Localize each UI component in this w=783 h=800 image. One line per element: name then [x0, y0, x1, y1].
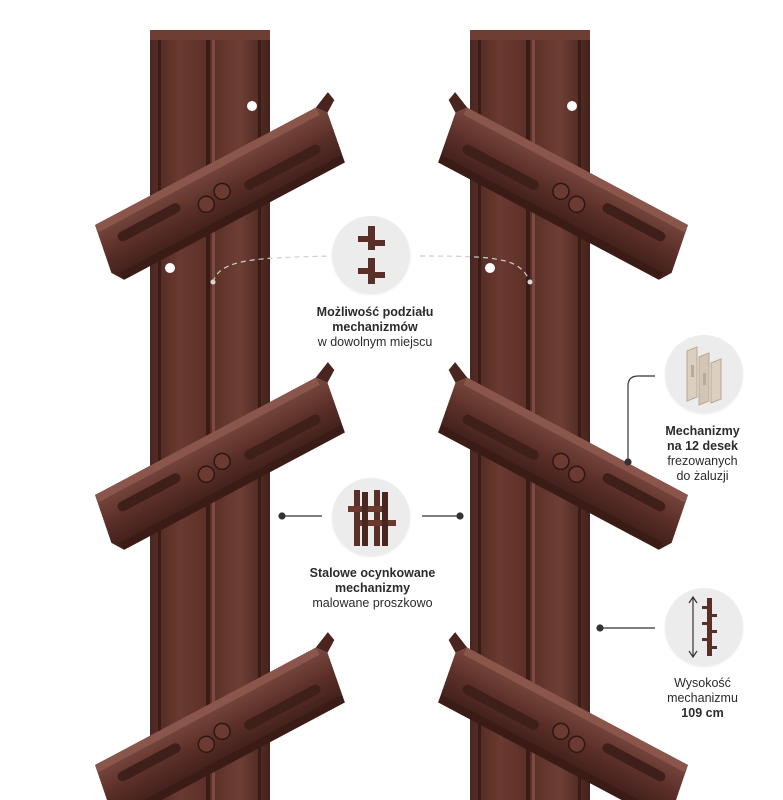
steel-subtitle: malowane proszkowo — [312, 596, 433, 610]
slats-callout: Mechanizmy na 12 desek frezowanych do ża… — [635, 424, 770, 484]
split-mechanism-icon — [332, 216, 410, 294]
height-title-2: mechanizmu — [667, 691, 738, 705]
division-title-1: Możliwość podziału — [316, 305, 434, 319]
height-measure-icon — [665, 588, 743, 666]
division-callout: Możliwość podziału mechanizmów w dowolny… — [300, 305, 450, 350]
height-title-1: Wysokość — [674, 676, 731, 690]
slats-title-1: Mechanizmy — [665, 424, 740, 438]
slats-subtitle-1: frezowanych — [667, 454, 738, 468]
steel-mechanism-icon — [332, 478, 410, 556]
steel-callout: Stalowe ocynkowane mechanizmy malowane p… — [295, 566, 450, 611]
division-subtitle: w dowolnym miejscu — [317, 335, 433, 349]
height-value: 109 cm — [681, 706, 724, 720]
steel-connectors — [278, 512, 464, 520]
wood-slats-icon — [665, 335, 743, 413]
height-connector — [596, 624, 655, 632]
steel-title-2: mechanizmy — [334, 581, 411, 595]
height-callout: Wysokość mechanizmu 109 cm — [640, 676, 765, 721]
division-connectors — [212, 255, 531, 283]
steel-title-1: Stalowe ocynkowane — [309, 566, 436, 580]
slats-subtitle-2: do żaluzji — [676, 469, 729, 483]
slats-title-2: na 12 desek — [667, 439, 738, 453]
left-post — [150, 0, 270, 800]
slats-connector — [624, 375, 655, 466]
division-title-2: mechanizmów — [332, 320, 418, 334]
